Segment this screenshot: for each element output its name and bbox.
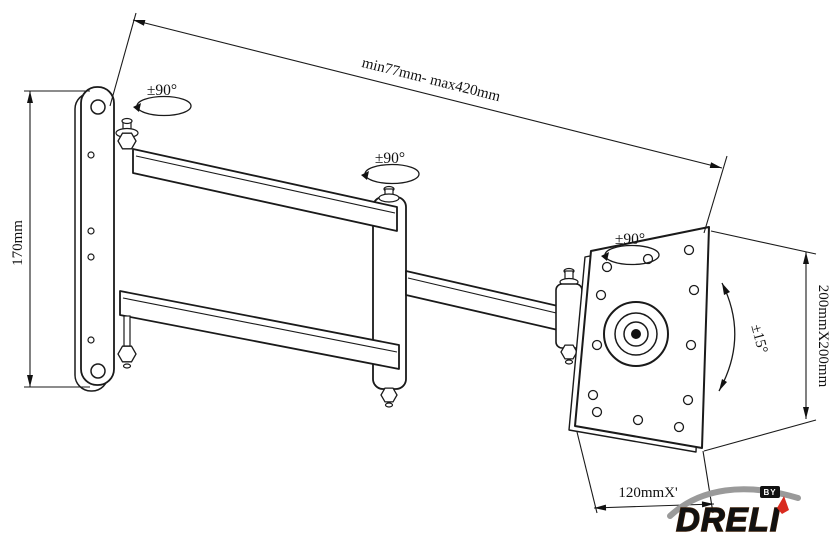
logo-brand-text: DRELI	[676, 501, 780, 538]
dimension-arrow	[133, 20, 146, 26]
dimension-right-200x200: 200mmX200mm	[703, 230, 831, 452]
vesa-hole	[673, 421, 685, 433]
wall-plate-hole-top	[90, 99, 106, 115]
logo-accent-mark	[777, 496, 789, 514]
brand-logo: DRELI BY	[667, 486, 801, 539]
elbow-bolts	[378, 185, 400, 408]
rotation-orbit-icon	[136, 95, 192, 117]
extension-line	[703, 419, 817, 452]
vesa-hole	[591, 339, 603, 351]
vesa-plate	[568, 226, 710, 453]
tilt-indicator: ±15°	[718, 282, 770, 392]
extension-arm-body	[405, 270, 572, 334]
logo-swoosh-icon	[667, 486, 801, 519]
logo-by-badge	[760, 486, 780, 498]
wall-plate-small-hole	[87, 253, 95, 261]
tilt-arrow	[722, 283, 730, 295]
dimension-left-170mm: 170mm	[10, 90, 90, 388]
extension-line	[702, 450, 714, 514]
vesa-hole	[591, 406, 603, 418]
extension-line	[576, 431, 598, 514]
hex-nut	[380, 387, 398, 403]
dimension-arrow	[803, 252, 809, 264]
vesa-hole	[642, 253, 654, 265]
rotation-arrow-icon	[133, 103, 141, 112]
tilt-label: ±15°	[747, 323, 770, 355]
tilt-arrow	[719, 379, 727, 391]
extension-arm-edge-line	[407, 277, 570, 317]
top-pivot-bolt	[115, 117, 139, 150]
wall-plate-front	[80, 86, 115, 386]
bottom-dimension-label: 120mmX'	[618, 485, 678, 501]
lower-arm-body	[119, 290, 400, 370]
dimension-bottom-120mm: 120mmX'	[576, 431, 715, 514]
rotation-label-2: ±90°	[375, 150, 405, 167]
rotation-label-3: ±90°	[615, 231, 645, 248]
extension-line	[703, 155, 728, 234]
rotation-symbol-2: ±90°	[361, 150, 420, 185]
logo-by-text: BY	[763, 488, 776, 497]
lower-arm-edge-line	[122, 297, 398, 353]
extension-line	[710, 230, 817, 255]
bolt-stem	[123, 315, 131, 347]
vesa-hole	[683, 244, 695, 256]
vesa-hole	[587, 389, 599, 401]
tilt-arc	[718, 282, 736, 392]
vesa-hole	[595, 289, 607, 301]
rotation-orbit-icon	[364, 163, 420, 185]
rotation-arrow-icon	[361, 171, 369, 180]
dimension-line	[132, 19, 723, 169]
vesa-joint-bracket	[555, 267, 583, 365]
left-dimension-label: 170mm	[10, 220, 26, 266]
hex-nut	[117, 132, 137, 150]
lower-pivot-bolt	[117, 315, 137, 369]
wall-plate	[74, 86, 115, 392]
wall-plate-small-hole	[87, 336, 95, 344]
upper-arm-edge-line	[135, 155, 396, 214]
vesa-hole	[601, 261, 613, 273]
bolt-tip	[384, 402, 394, 408]
hex-nut	[117, 345, 137, 363]
vesa-hole	[688, 284, 700, 296]
wall-plate-hole-bottom	[90, 363, 106, 379]
extension-line	[109, 12, 137, 107]
rotation-label-1: ±90°	[147, 82, 177, 99]
vesa-hole	[632, 414, 644, 426]
lower-arm	[119, 290, 400, 370]
vesa-hole	[682, 394, 694, 406]
hex-nut	[560, 344, 578, 360]
dimension-arrow	[701, 501, 714, 508]
dimension-arrow	[803, 407, 809, 419]
rotation-symbol-3: ±90°	[601, 231, 660, 266]
upper-arm-body	[132, 148, 398, 232]
wall-plate-small-hole	[87, 227, 95, 235]
tilt-hub	[603, 301, 669, 367]
rotation-arrow-icon	[601, 252, 609, 261]
vesa-hole	[685, 339, 697, 351]
extension-arm	[405, 270, 572, 334]
bolt-tip	[122, 363, 132, 369]
top-dimension-label: min77mm- max420mm	[360, 55, 502, 105]
rotation-symbol-1: ±90°	[133, 82, 192, 117]
dimension-top-min-max: min77mm- max420mm	[109, 12, 728, 234]
dimension-arrow	[594, 504, 607, 511]
right-dimension-label: 200mmX200mm	[815, 285, 831, 388]
washer	[378, 193, 400, 203]
wall-plate-small-hole	[87, 151, 95, 159]
hub-center-dot	[631, 329, 641, 339]
upper-arm	[132, 148, 398, 232]
dimension-arrow	[709, 162, 722, 168]
bolt-head	[121, 117, 133, 125]
dimension-arrow	[27, 375, 33, 387]
bolt-tip	[564, 359, 574, 365]
dimension-arrow	[27, 91, 33, 103]
dimension-line	[593, 503, 715, 509]
